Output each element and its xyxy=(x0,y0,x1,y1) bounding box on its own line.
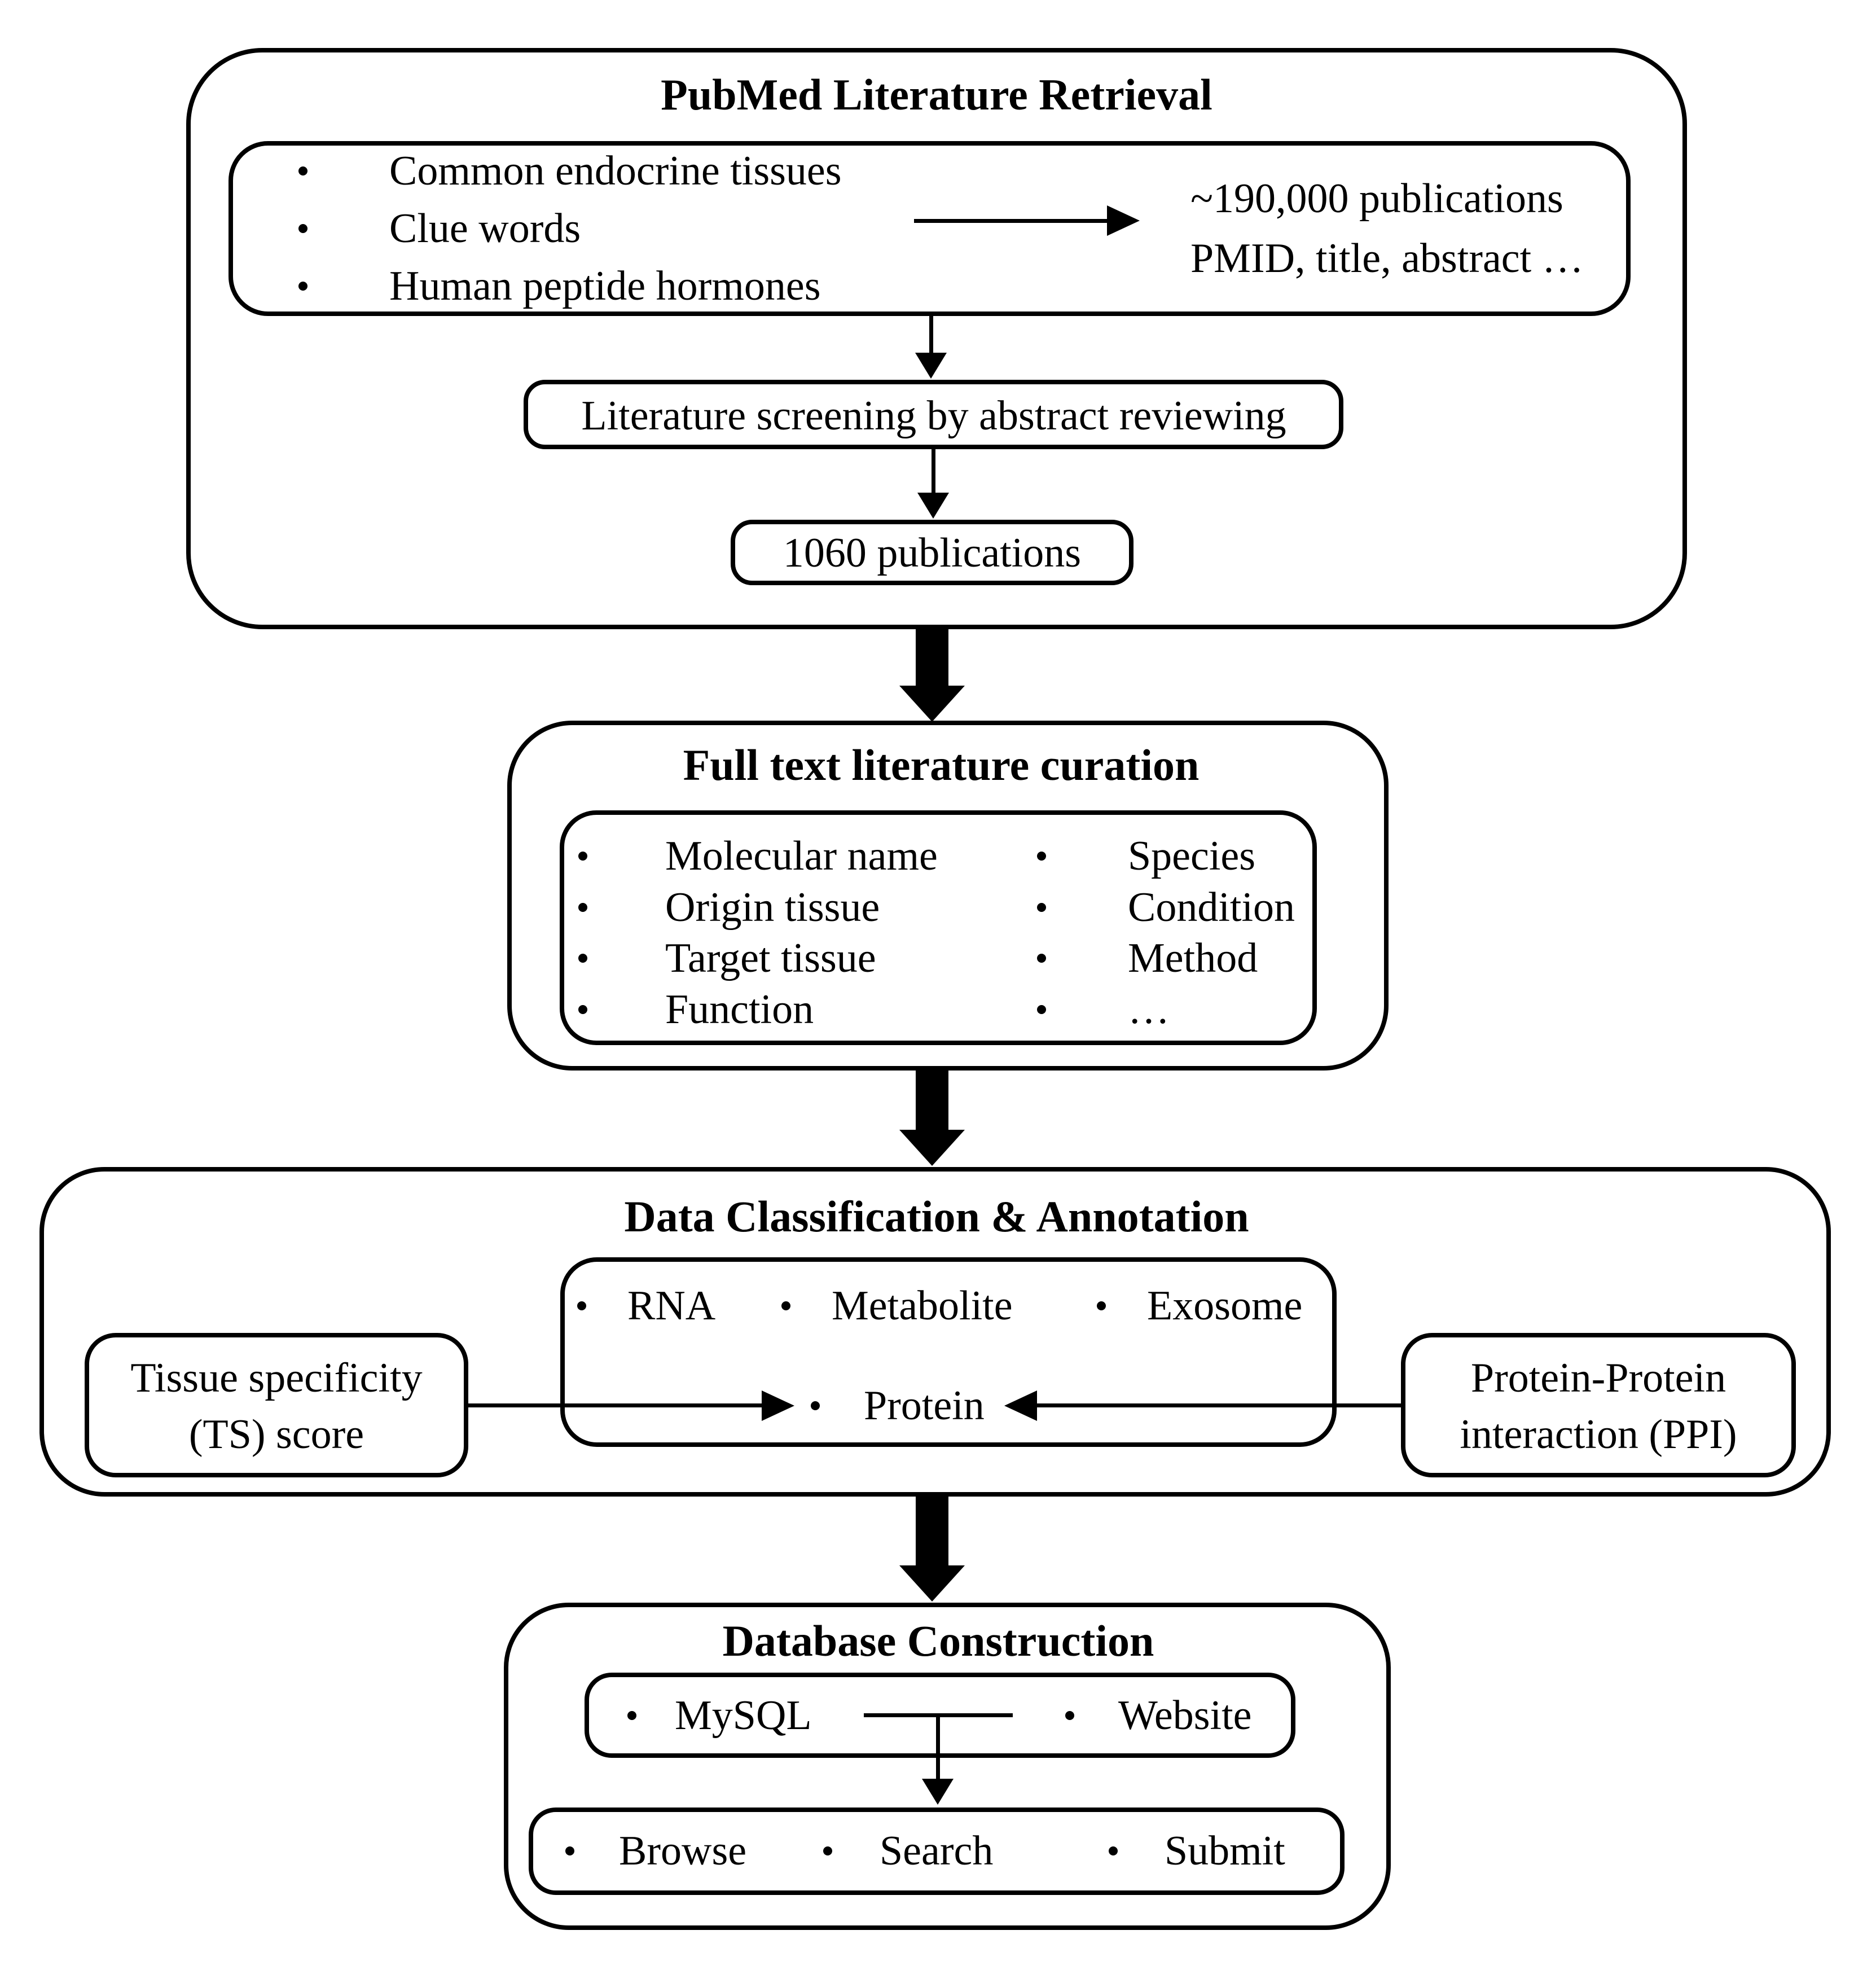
section-arrow-head-icon xyxy=(899,1130,965,1166)
mysql-website-link-line xyxy=(864,1713,1013,1717)
query-item: Common endocrine tissues xyxy=(389,148,842,194)
retrieval-arrow-head-icon xyxy=(1107,205,1140,236)
tissue-specificity-line2: (TS) score xyxy=(188,1411,364,1458)
curation-field: Function xyxy=(665,986,814,1033)
curation-fields-box xyxy=(560,810,1317,1045)
ppi-arrow-shaft xyxy=(1037,1403,1401,1407)
curation-title: Full text literature curation xyxy=(683,740,1200,789)
curation-field: … xyxy=(1128,986,1170,1033)
to-screening-arrow-head-icon xyxy=(915,353,947,379)
curation-field: Target tissue xyxy=(665,935,876,981)
curation-field: Origin tissue xyxy=(665,884,880,931)
bullet-dot xyxy=(298,166,307,176)
publication-count-label: 1060 publications xyxy=(783,530,1082,576)
ts-arrow-shaft xyxy=(468,1403,762,1407)
database-title: Database Construction xyxy=(722,1616,1154,1665)
screening-label: Literature screening by abstract reviewi… xyxy=(581,393,1286,439)
pubmed-retrieval-title: PubMed Literature Retrieval xyxy=(661,70,1212,119)
bullet-dot xyxy=(577,1301,586,1310)
query-item: Human peptide hormones xyxy=(389,263,821,309)
category-item-protein: Protein xyxy=(864,1383,985,1429)
section-arrow-head-icon xyxy=(899,686,965,722)
category-box xyxy=(560,1257,1337,1447)
to-features-arrow-shaft xyxy=(936,1716,940,1779)
tissue-specificity-line1: Tissue specificity xyxy=(130,1355,423,1401)
to-screening-arrow-shaft xyxy=(929,316,933,353)
section-arrow-stem xyxy=(916,628,948,686)
ts-arrow-head-icon xyxy=(762,1390,794,1421)
backend-item-website: Website xyxy=(1118,1692,1252,1739)
bullet-dot xyxy=(578,852,587,861)
bullet-dot xyxy=(578,954,587,963)
bullet-dot xyxy=(1037,852,1046,861)
pubmed-query-box xyxy=(229,141,1631,316)
classification-title: Data Classification & Annotation xyxy=(624,1192,1249,1241)
curation-field: Method xyxy=(1128,935,1258,981)
ppi-line2: interaction (PPI) xyxy=(1460,1411,1737,1458)
bullet-dot xyxy=(823,1846,832,1855)
feature-item: Submit xyxy=(1165,1828,1285,1874)
retrieval-result-line2: PMID, title, abstract … xyxy=(1190,235,1584,282)
screening-box xyxy=(524,380,1343,449)
feature-item: Search xyxy=(880,1828,994,1874)
query-item: Clue words xyxy=(389,205,581,252)
section-arrow-head-icon xyxy=(899,1565,965,1602)
bullet-dot xyxy=(781,1301,790,1310)
bullet-dot xyxy=(811,1401,820,1410)
bullet-dot xyxy=(578,1005,587,1014)
ppi-box xyxy=(1401,1333,1796,1477)
bullet-dot xyxy=(1037,903,1046,912)
ppi-arrow-head-icon xyxy=(1004,1390,1037,1421)
publication-count-box xyxy=(731,520,1133,585)
to-count-arrow-shaft xyxy=(932,449,935,493)
ppi-line1: Protein-Protein xyxy=(1470,1355,1726,1401)
to-features-arrow-head-icon xyxy=(922,1779,954,1805)
curation-field: Species xyxy=(1128,833,1256,879)
curation-field: Molecular name xyxy=(665,833,938,879)
to-count-arrow-head-icon xyxy=(917,493,949,519)
bullet-dot xyxy=(1097,1301,1106,1310)
bullet-dot xyxy=(298,224,307,233)
backend-item-mysql: MySQL xyxy=(675,1692,812,1739)
bullet-dot xyxy=(1109,1846,1118,1855)
retrieval-arrow-shaft xyxy=(914,219,1107,223)
curation-field: Condition xyxy=(1128,884,1295,931)
feature-item: Browse xyxy=(619,1828,747,1874)
features-box xyxy=(529,1808,1345,1895)
section-arrow-stem xyxy=(916,1071,948,1130)
bullet-dot xyxy=(1065,1711,1074,1720)
retrieval-result-line1: ~190,000 publications xyxy=(1190,176,1563,222)
bullet-dot xyxy=(1037,954,1046,963)
category-item: Exosome xyxy=(1147,1283,1303,1329)
bullet-dot xyxy=(565,1846,574,1855)
tissue-specificity-box xyxy=(85,1333,468,1477)
category-item: RNA xyxy=(627,1283,716,1329)
bullet-dot xyxy=(1037,1005,1046,1014)
section-arrow-stem xyxy=(916,1497,948,1565)
bullet-dot xyxy=(627,1711,636,1720)
bullet-dot xyxy=(578,903,587,912)
category-item: Metabolite xyxy=(832,1283,1013,1329)
bullet-dot xyxy=(298,282,307,291)
